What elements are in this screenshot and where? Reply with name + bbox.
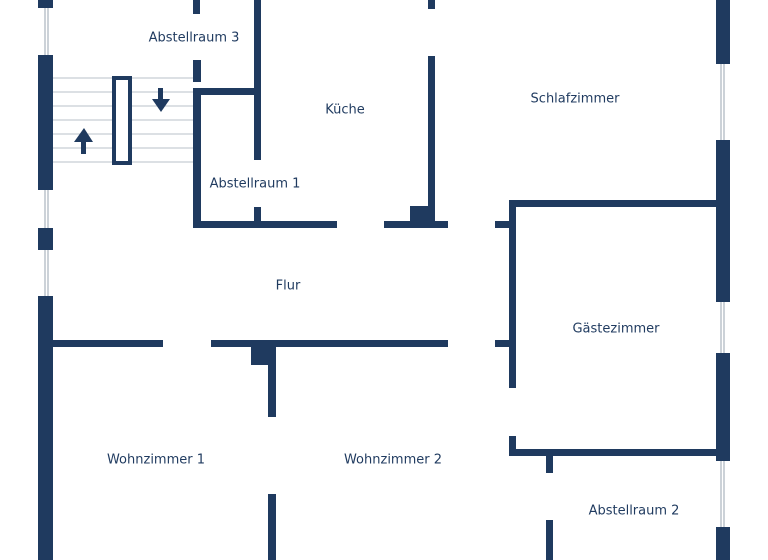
windows	[44, 8, 725, 527]
interior-walls	[53, 0, 719, 560]
label-wohnzimmer-1: Wohnzimmer 1	[107, 453, 205, 468]
label-schlafzimmer: Schlafzimmer	[531, 92, 621, 107]
arrow-up-icon	[74, 128, 93, 154]
wall-right-lower	[716, 353, 730, 461]
arrow-down-icon	[152, 88, 170, 112]
room-labels: Abstellraum 3 Küche Schlafzimmer Abstell…	[107, 31, 679, 519]
label-abstellraum-1: Abstellraum 1	[210, 177, 301, 192]
label-wohnzimmer-2: Wohnzimmer 2	[344, 453, 442, 468]
stair-well	[112, 76, 132, 165]
label-flur: Flur	[276, 279, 301, 294]
wall-right-upper	[716, 140, 730, 302]
wall-left-lower	[38, 296, 53, 560]
label-kueche: Küche	[325, 103, 365, 118]
label-abstellraum-3: Abstellraum 3	[149, 31, 240, 46]
outer-walls	[38, 0, 730, 560]
staircase	[53, 76, 193, 165]
wall-left-top	[38, 0, 53, 8]
label-abstellraum-2: Abstellraum 2	[589, 504, 680, 519]
wall-right-bottom	[716, 527, 730, 560]
label-gaestezimmer: Gästezimmer	[572, 322, 660, 337]
wall-right-top	[716, 0, 730, 64]
wall-left-upper	[38, 55, 53, 190]
wall-left-mid	[38, 228, 53, 250]
